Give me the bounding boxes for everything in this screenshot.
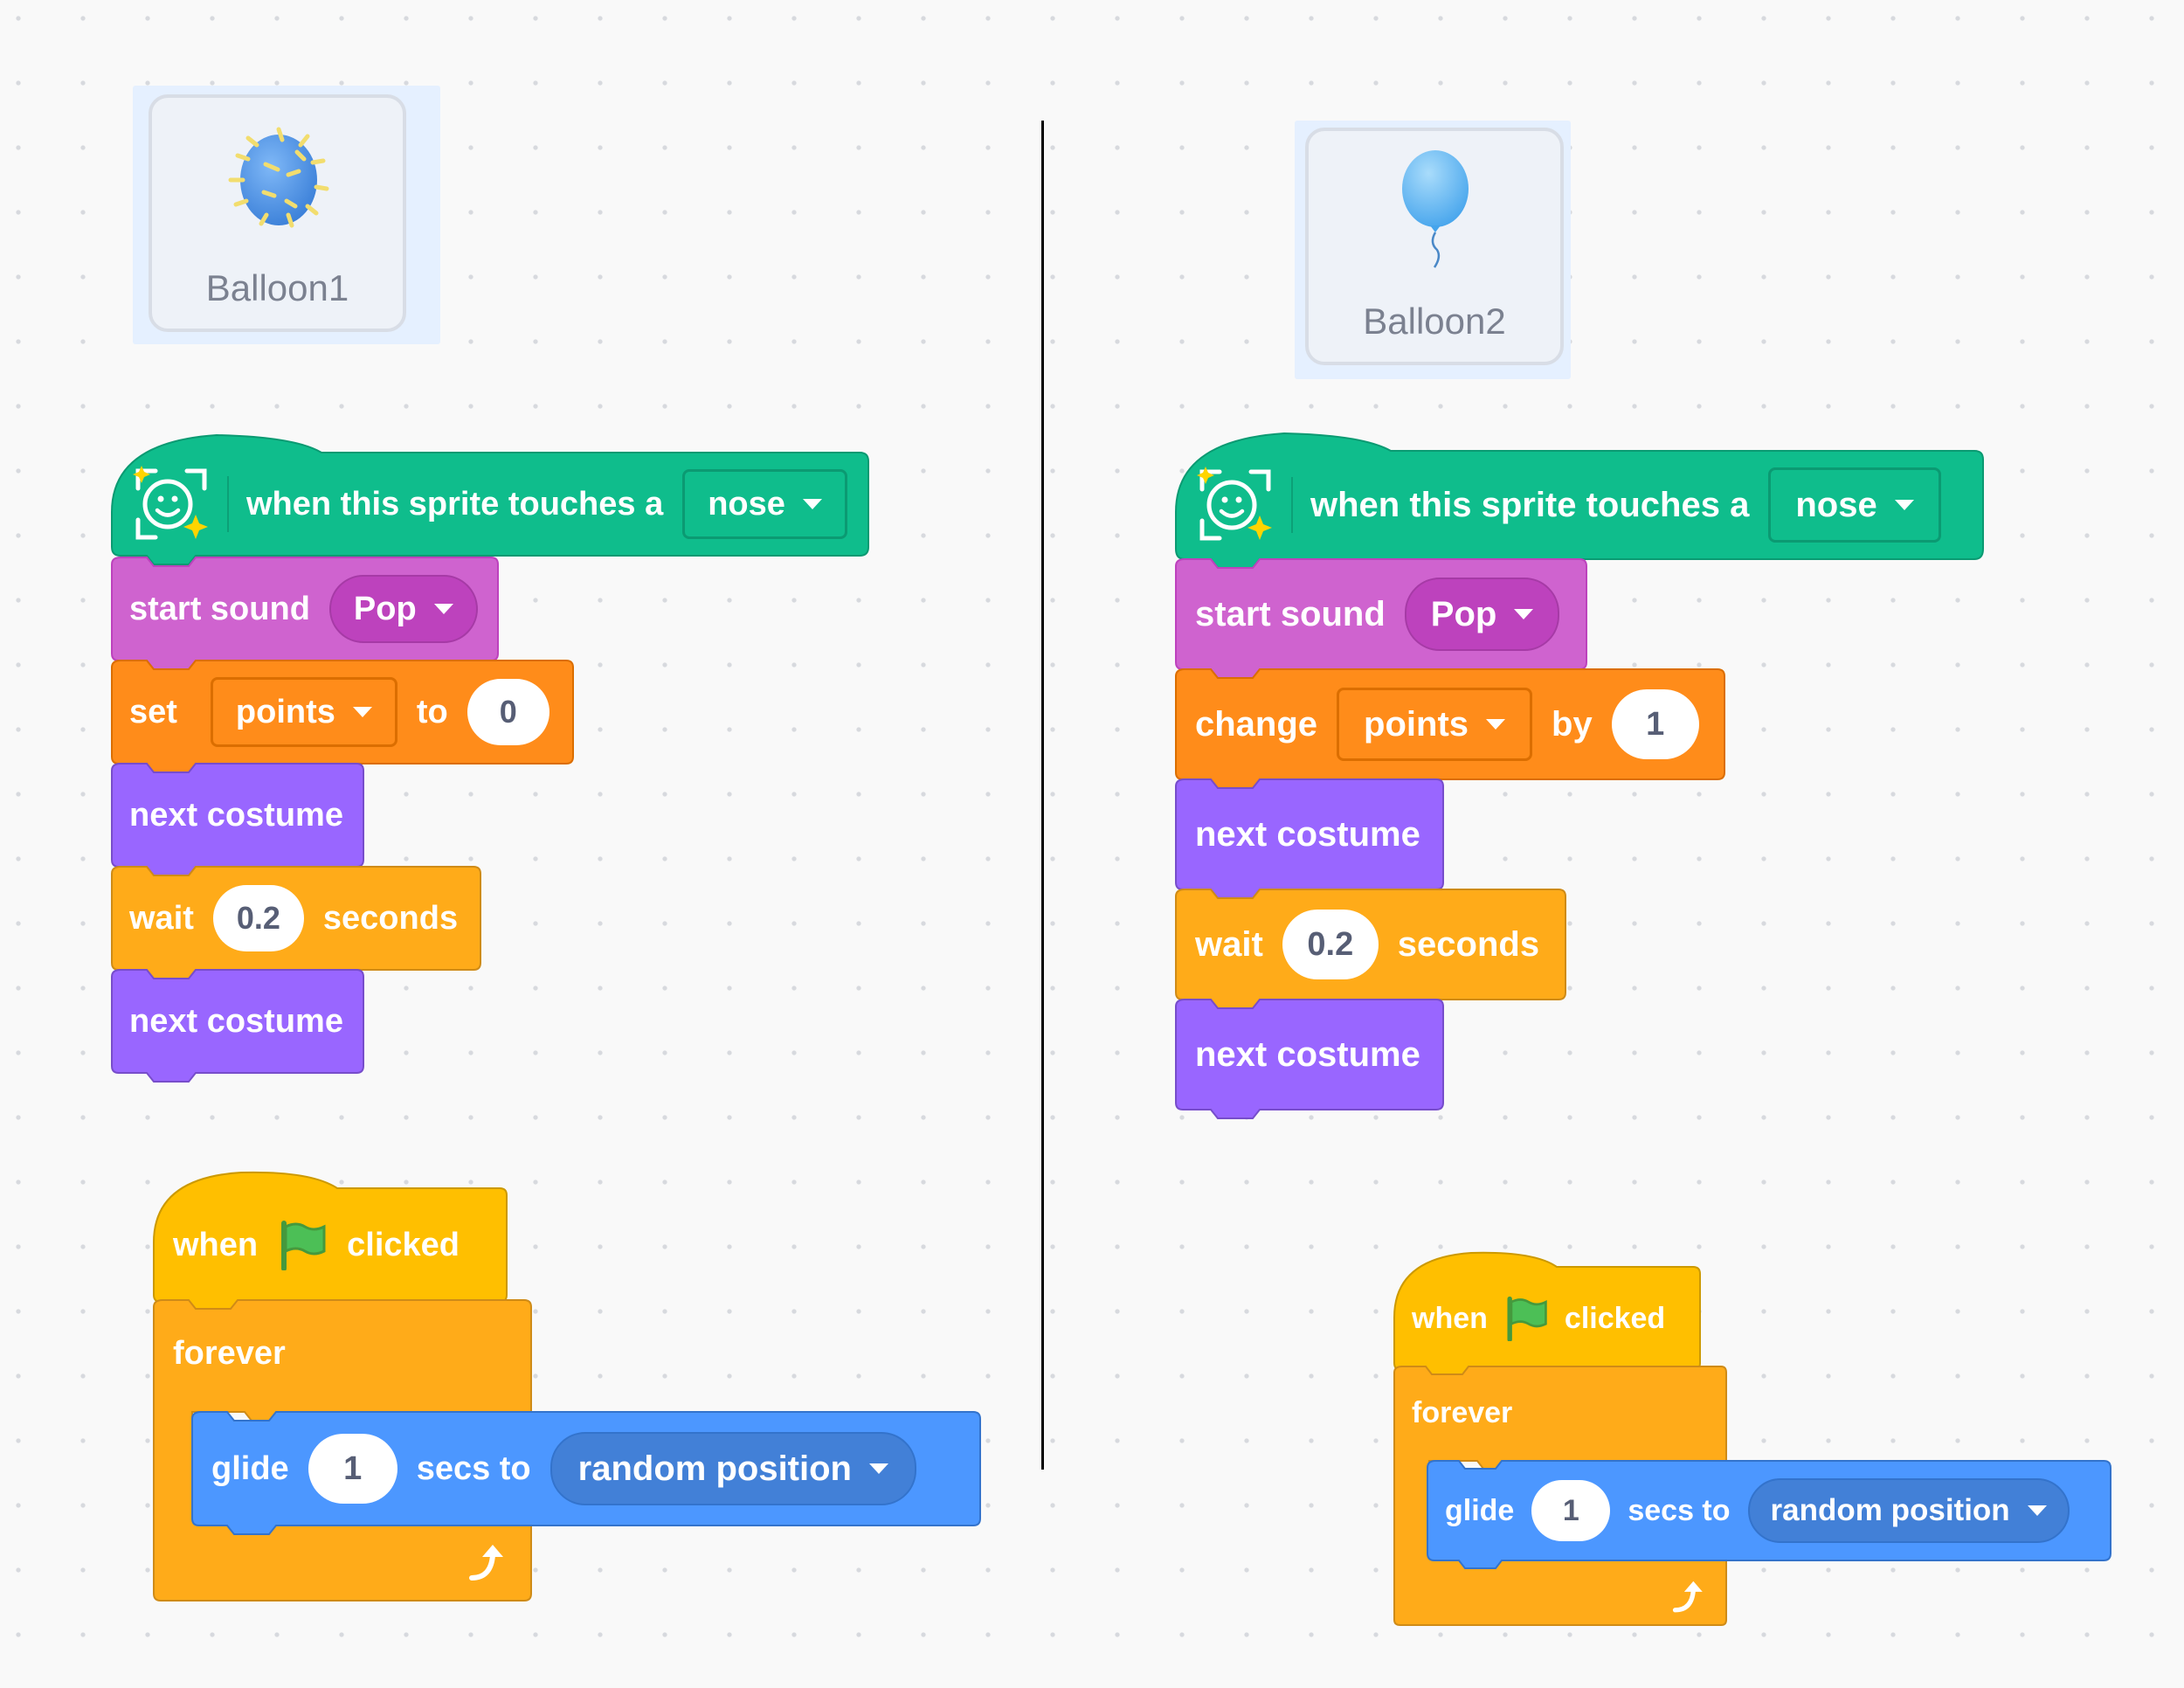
block-label-wait: wait bbox=[129, 899, 194, 937]
face-touch-hat-block[interactable]: when this sprite touches a nose bbox=[1175, 412, 1985, 569]
next-costume-block[interactable]: next costume bbox=[111, 763, 365, 876]
sound-dropdown[interactable]: Pop bbox=[1404, 578, 1560, 651]
sprite-tile-balloon2[interactable]: Balloon2 bbox=[1305, 128, 1564, 365]
block-label-change: change bbox=[1195, 704, 1318, 744]
block-label: when this sprite touches a bbox=[246, 485, 664, 522]
block-label-seconds: seconds bbox=[1397, 924, 1540, 964]
block-label-when: when bbox=[173, 1226, 259, 1263]
variable-dropdown[interactable]: points bbox=[1337, 688, 1533, 761]
sprite-name: Balloon2 bbox=[1363, 301, 1506, 342]
block-label-when: when bbox=[1412, 1301, 1488, 1335]
block-label: next costume bbox=[129, 796, 343, 834]
face-part-value: nose bbox=[708, 485, 785, 522]
value-input[interactable]: 0 bbox=[467, 679, 549, 745]
block-label: next costume bbox=[1195, 1034, 1420, 1074]
popped-balloon-icon bbox=[228, 127, 329, 228]
face-part-dropdown[interactable]: nose bbox=[682, 469, 847, 539]
wait-block[interactable]: wait 0.2 seconds bbox=[111, 866, 482, 979]
icon-separator bbox=[1291, 477, 1293, 533]
next-costume-block[interactable]: next costume bbox=[111, 969, 365, 1083]
change-variable-block[interactable]: change points by 1 bbox=[1175, 668, 1726, 789]
chevron-down-icon bbox=[352, 707, 372, 717]
block-label-clicked: clicked bbox=[1564, 1301, 1666, 1335]
chevron-down-icon bbox=[433, 604, 453, 614]
seconds-input[interactable]: 0.2 bbox=[212, 885, 304, 951]
face-part-dropdown[interactable]: nose bbox=[1768, 467, 1941, 543]
glide-target-value: random position bbox=[577, 1449, 852, 1488]
chevron-down-icon bbox=[868, 1463, 888, 1474]
block-shape bbox=[111, 433, 869, 565]
glide-seconds-input[interactable]: 1 bbox=[308, 1434, 397, 1504]
variable-value: points bbox=[1364, 704, 1469, 744]
block-shape bbox=[1175, 999, 1444, 1119]
variable-dropdown[interactable]: points bbox=[210, 677, 397, 747]
when-flag-clicked-hat-block[interactable]: when clicked bbox=[1393, 1230, 1702, 1378]
sound-dropdown[interactable]: Pop bbox=[328, 575, 478, 643]
sound-value: Pop bbox=[1430, 594, 1497, 633]
loop-arrow-icon bbox=[469, 1545, 503, 1581]
sprite-name: Balloon1 bbox=[205, 267, 349, 308]
face-part-value: nose bbox=[1795, 485, 1877, 524]
glide-block[interactable]: glide 1 secs to random position bbox=[1427, 1460, 2114, 1571]
chevron-down-icon bbox=[2027, 1505, 2047, 1516]
balloon-icon bbox=[1402, 150, 1469, 268]
icon-separator bbox=[227, 476, 229, 532]
chevron-down-icon bbox=[1514, 609, 1534, 619]
seconds-input[interactable]: 0.2 bbox=[1282, 910, 1379, 979]
next-costume-block[interactable]: next costume bbox=[1175, 999, 1445, 1122]
chevron-down-icon bbox=[1486, 719, 1506, 730]
block-label-secs-to: secs to bbox=[1628, 1493, 1731, 1527]
block-label: forever bbox=[1412, 1395, 1513, 1429]
face-sensing-icon bbox=[133, 466, 208, 540]
chevron-down-icon bbox=[1894, 500, 1914, 510]
block-label-secs-to: secs to bbox=[416, 1449, 531, 1487]
sound-value: Pop bbox=[353, 590, 417, 627]
block-label: when this sprite touches a bbox=[1310, 485, 1750, 524]
block-label: forever bbox=[173, 1334, 286, 1372]
block-label: next costume bbox=[129, 1002, 343, 1040]
block-label: start sound bbox=[1195, 594, 1386, 633]
block-label: start sound bbox=[129, 590, 310, 627]
block-shape bbox=[111, 969, 364, 1083]
wait-block[interactable]: wait 0.2 seconds bbox=[1175, 889, 1567, 1009]
set-variable-block[interactable]: set points to 0 bbox=[111, 660, 575, 773]
glide-seconds-input[interactable]: 1 bbox=[1531, 1480, 1611, 1541]
block-label-seconds: seconds bbox=[322, 899, 459, 937]
block-label-wait: wait bbox=[1195, 924, 1263, 964]
block-label-by: by bbox=[1552, 704, 1593, 744]
sprite-tile-balloon1[interactable]: Balloon1 bbox=[149, 94, 406, 332]
glide-target-dropdown[interactable]: random position bbox=[549, 1432, 916, 1505]
green-flag-icon bbox=[281, 1221, 326, 1270]
block-label-glide: glide bbox=[1445, 1493, 1515, 1527]
block-label: next costume bbox=[1195, 814, 1420, 854]
face-touch-hat-block[interactable]: when this sprite touches a nose bbox=[111, 416, 870, 565]
block-label-glide: glide bbox=[211, 1449, 289, 1487]
glide-block[interactable]: glide 1 secs to random position bbox=[191, 1411, 984, 1535]
block-label-clicked: clicked bbox=[347, 1226, 460, 1263]
value-input[interactable]: 1 bbox=[1611, 689, 1699, 759]
variable-value: points bbox=[235, 693, 335, 730]
panel-divider bbox=[1041, 121, 1044, 1470]
start-sound-block[interactable]: start sound Pop bbox=[111, 557, 500, 670]
block-label-to: to bbox=[416, 693, 448, 730]
block-label-set: set bbox=[129, 693, 177, 730]
glide-target-dropdown[interactable]: random position bbox=[1747, 1478, 2070, 1543]
start-sound-block[interactable]: start sound Pop bbox=[1175, 558, 1588, 679]
loop-arrow-icon bbox=[1672, 1581, 1703, 1613]
when-flag-clicked-hat-block[interactable]: when clicked bbox=[153, 1146, 508, 1311]
next-costume-block[interactable]: next costume bbox=[1175, 778, 1445, 899]
green-flag-icon bbox=[1507, 1296, 1547, 1341]
glide-target-value: random position bbox=[1770, 1493, 2010, 1527]
chevron-down-icon bbox=[802, 499, 822, 509]
face-sensing-icon bbox=[1197, 467, 1272, 541]
